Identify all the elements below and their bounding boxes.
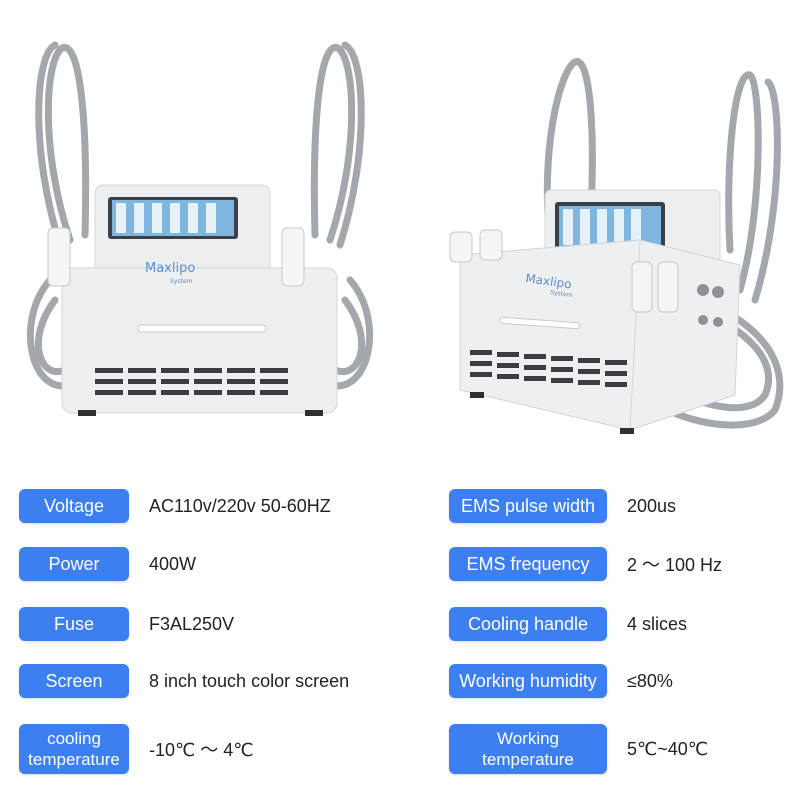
spec-cooling-temperature: cooling temperature -10℃ ～ 4℃ [19, 723, 253, 775]
spec-value: 400W [149, 553, 197, 574]
spec-value: ≤80% [627, 670, 673, 691]
spec-working-humidity: Working humidity ≤80% [449, 663, 673, 699]
spec-label: Screen [19, 664, 129, 698]
spec-cooling-handle: Cooling handle 4 slices [449, 606, 687, 642]
spec-fuse: Fuse F3AL250V [19, 606, 234, 642]
spec-label: Fuse [19, 607, 129, 641]
spec-label: EMS frequency [449, 547, 607, 581]
brand-right: Maxlipo [525, 271, 573, 291]
spec-value: 2 ～ 100 Hz [627, 555, 723, 575]
spec-label: cooling temperature [19, 724, 129, 774]
spec-working-temperature: Working temperature 5℃~40℃ [449, 723, 708, 775]
spec-power: Power 400W [19, 546, 196, 582]
spec-value: 200us [627, 495, 677, 516]
spec-label: Power [19, 547, 129, 581]
spec-value: -10℃ ～ 4℃ [149, 740, 254, 760]
spec-screen: Screen 8 inch touch color screen [19, 663, 349, 699]
spec-voltage: Voltage AC110v/220v 50-60HZ [19, 488, 331, 524]
spec-label: Working humidity [449, 664, 607, 698]
brand-left: Maxlipo [145, 261, 195, 276]
brand-sub-right: System [550, 289, 573, 299]
spec-value: AC110v/220v 50-60HZ [149, 495, 331, 516]
spec-value: 4 slices [627, 613, 688, 634]
spec-value: 5℃~40℃ [627, 738, 708, 759]
spec-ems-pulse-width: EMS pulse width 200us [449, 488, 676, 524]
spec-label: Voltage [19, 489, 129, 523]
spec-label: Working temperature [449, 724, 607, 774]
product-photo-front: Maxlipo System [0, 0, 400, 452]
spec-label: Cooling handle [449, 607, 607, 641]
spec-value: 8 inch touch color screen [149, 670, 350, 691]
spec-label: EMS pulse width [449, 489, 607, 523]
spec-value: F3AL250V [149, 613, 235, 634]
spec-ems-frequency: EMS frequency 2 ～ 100 Hz [449, 546, 722, 582]
brand-sub-left: System [170, 278, 193, 285]
product-photo-angle: Maxlipo System [400, 0, 800, 452]
